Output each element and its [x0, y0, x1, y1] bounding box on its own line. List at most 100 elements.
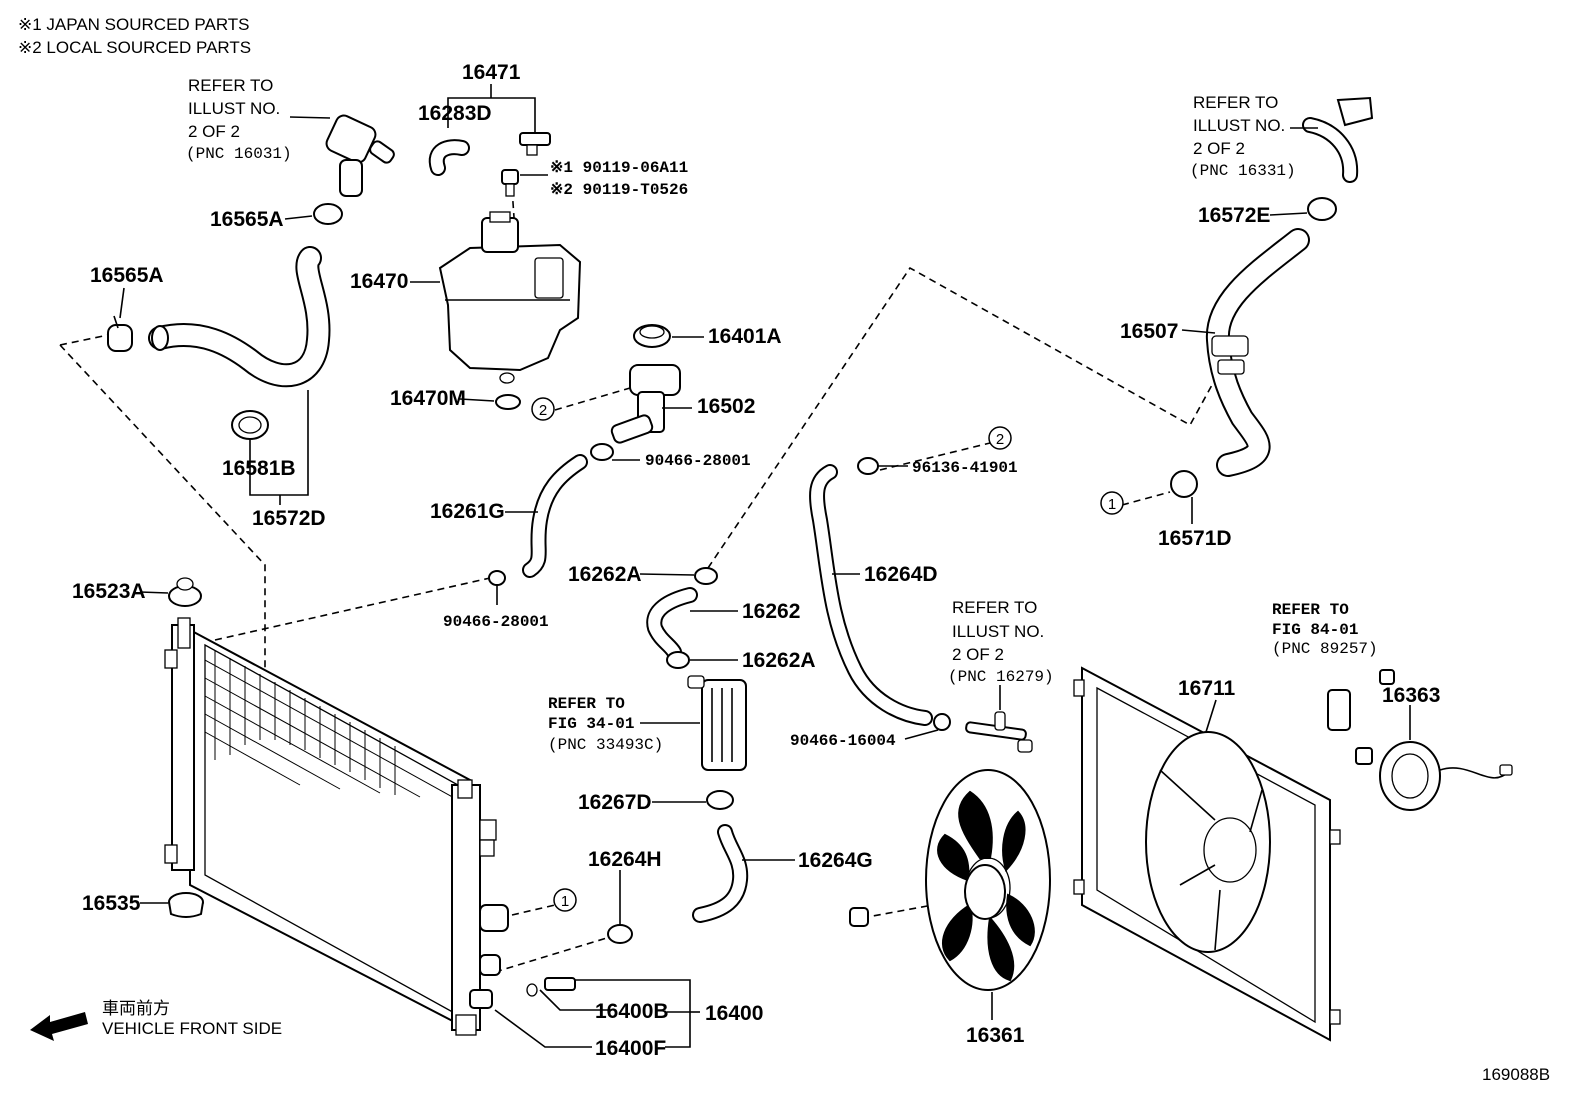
- dash-clamp-left: [59, 334, 109, 346]
- oil-cooler-33493c: [687, 675, 747, 771]
- marker-1-radiator: 1: [553, 888, 577, 912]
- svg-text:REFER TO: REFER TO: [188, 76, 273, 95]
- hose-16572d: [148, 246, 331, 388]
- svg-text:2: 2: [539, 402, 547, 419]
- dash-radiator-to-clamp: [214, 577, 491, 641]
- clamp-90466-16004: [933, 713, 951, 731]
- hose-16507: [1205, 228, 1310, 477]
- label-90466-28001-top: 90466-28001: [645, 452, 751, 470]
- dash-fan-nut: [861, 899, 961, 919]
- fan-shroud-16711: [1073, 666, 1341, 1042]
- svg-text:ILLUST NO.: ILLUST NO.: [952, 622, 1044, 641]
- label-16470: 16470: [350, 270, 408, 293]
- ref-block-16279: REFER TO ILLUST NO. 2 OF 2 (PNC 16279): [948, 598, 1054, 686]
- cap-16523a: [168, 577, 202, 607]
- svg-text:REFER TO: REFER TO: [1193, 93, 1278, 112]
- fan-motor-16363: [1379, 741, 1513, 811]
- ref-block-16031: REFER TO ILLUST NO. 2 OF 2 (PNC 16031): [186, 76, 292, 163]
- clamp-90466-28001-top: [590, 443, 614, 461]
- radiator-assembly: [164, 617, 509, 1036]
- hose-16264d: [809, 464, 933, 726]
- marker-1-16571d: 1: [1100, 491, 1124, 515]
- label-16267d: 16267D: [578, 791, 652, 814]
- drain-cock-16400b: [526, 977, 576, 997]
- plug-16470m: [495, 394, 521, 410]
- fan-16361: [925, 769, 1051, 991]
- ref-block-89257: REFER TO FIG 84-01 (PNC 89257): [1272, 601, 1378, 658]
- clamp-16267d: [706, 790, 734, 810]
- label-16535: 16535: [82, 892, 141, 915]
- hose-16261g: [522, 454, 588, 578]
- clamp-90466-28001-bottom: [488, 570, 506, 586]
- svg-text:REFER TO: REFER TO: [1272, 601, 1349, 619]
- label-16471: 16471: [462, 61, 521, 84]
- clamp-16262a-bottom: [666, 651, 690, 669]
- svg-text:(PNC 16331): (PNC 16331): [1190, 162, 1296, 180]
- svg-text:ILLUST NO.: ILLUST NO.: [188, 99, 280, 118]
- svg-text:(PNC 89257): (PNC 89257): [1272, 640, 1378, 658]
- label-16401a: 16401A: [708, 325, 782, 348]
- reservoir-tank-16470: [438, 211, 582, 384]
- svg-text:REFER TO: REFER TO: [952, 598, 1037, 617]
- label-90466-28001-bottom: 90466-28001: [443, 613, 549, 631]
- screw-16363-b: [1355, 747, 1373, 765]
- label-16581b: 16581B: [222, 457, 296, 480]
- label-16363: 16363: [1382, 684, 1440, 707]
- svg-text:REFER TO: REFER TO: [548, 695, 625, 713]
- clamp-16572e: [1307, 197, 1337, 221]
- front-label-en: VEHICLE FRONT SIDE: [102, 1019, 282, 1038]
- note-japan-sourced: ※1 JAPAN SOURCED PARTS: [18, 15, 250, 34]
- label-16264h: 16264H: [588, 848, 662, 871]
- label-16470m: 16470M: [390, 387, 466, 410]
- dash-marker1-16571d: [1121, 491, 1171, 506]
- front-label-jp: 車両前方: [102, 999, 170, 1018]
- label-16262: 16262: [742, 600, 800, 623]
- label-16565a-left: 16565A: [90, 264, 164, 287]
- dash-marker2-16502: [554, 387, 631, 411]
- svg-text:2 OF 2: 2 OF 2: [1193, 139, 1245, 158]
- svg-text:(PNC 16279): (PNC 16279): [948, 668, 1054, 686]
- label-90466-16004: 90466-16004: [790, 732, 896, 750]
- marker-2-16502: 2: [531, 397, 555, 421]
- svg-text:2: 2: [996, 431, 1004, 448]
- sensor-16471: [519, 132, 551, 156]
- label-16572e: 16572E: [1198, 204, 1270, 227]
- label-16261g: 16261G: [430, 500, 505, 523]
- label-16361: 16361: [966, 1024, 1025, 1047]
- clamp-16571d: [1170, 470, 1198, 498]
- hose-16264g: [692, 824, 749, 923]
- label-16283d: 16283D: [418, 102, 492, 125]
- label-16711: 16711: [1178, 677, 1236, 700]
- label-90119-06a11: ※1 90119-06A11: [550, 159, 688, 177]
- clamp-96136-41901: [857, 457, 879, 475]
- svg-text:1: 1: [1108, 496, 1116, 513]
- svg-text:2 OF 2: 2 OF 2: [188, 122, 240, 141]
- clamp-16262a-top: [694, 567, 718, 585]
- svg-text:(PNC 16031): (PNC 16031): [186, 145, 292, 163]
- label-16400b: 16400B: [595, 1000, 669, 1023]
- dash-radiator-top-left: [59, 344, 266, 668]
- label-16571d: 16571D: [1158, 527, 1232, 550]
- clamp-16264h: [607, 924, 633, 944]
- label-16264g: 16264G: [798, 849, 873, 872]
- dash-radiator-marker1: [511, 904, 556, 916]
- nut-16361: [849, 907, 869, 927]
- water-inlet-16031: [325, 114, 395, 197]
- dash-radiator-16264h: [494, 936, 611, 973]
- label-16264d: 16264D: [864, 563, 938, 586]
- label-16572d: 16572D: [252, 507, 326, 530]
- hose-16262: [646, 587, 698, 660]
- svg-text:2 OF 2: 2 OF 2: [952, 645, 1004, 664]
- diagram-id: 169088B: [1482, 1065, 1550, 1084]
- label-16565a-top: 16565A: [210, 208, 284, 231]
- marker-2-96136: 2: [988, 426, 1012, 450]
- hose-16283d: [428, 139, 470, 176]
- dash-16262a-to-16507: [707, 266, 1213, 569]
- bolt-90119: [501, 169, 519, 197]
- label-16262a-top: 16262A: [568, 563, 642, 586]
- front-arrow-icon: [30, 1012, 88, 1041]
- svg-text:FIG 84-01: FIG 84-01: [1272, 621, 1358, 639]
- water-outlet-16502: [610, 364, 681, 444]
- label-16502: 16502: [697, 395, 755, 418]
